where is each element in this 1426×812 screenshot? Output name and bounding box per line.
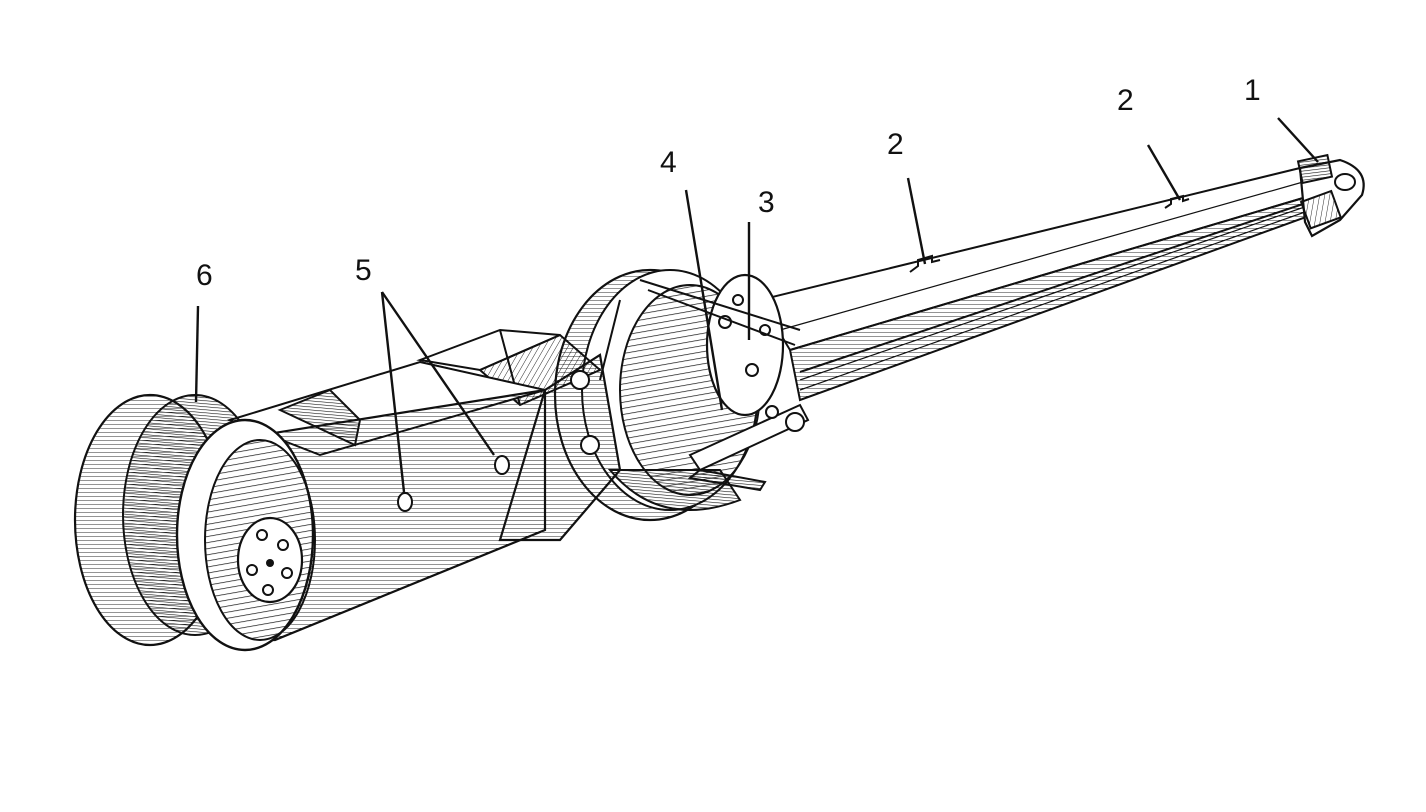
callout-2b: 2 [887, 128, 904, 161]
callout-6: 6 [196, 259, 213, 292]
leader-1 [1277, 117, 1319, 163]
leader-6 [194, 305, 200, 403]
leader-2b [906, 177, 927, 265]
callout-4: 4 [660, 146, 677, 179]
leader-4 [684, 189, 724, 411]
callout-5: 5 [355, 254, 372, 287]
leader-lines [194, 117, 1319, 493]
end-fitting [1296, 153, 1365, 238]
callout-2a: 2 [1117, 84, 1134, 117]
pin-rod [687, 403, 810, 492]
callout-3: 3 [758, 186, 775, 219]
leader-2a [1146, 144, 1182, 201]
callout-labels: 1 2 2 3 4 5 6 [196, 74, 1261, 292]
tapered-arm [758, 166, 1333, 402]
leader-5a [380, 291, 406, 493]
end-wheel [73, 393, 316, 652]
callout-1: 1 [1244, 74, 1261, 107]
leader-5b [381, 291, 495, 456]
